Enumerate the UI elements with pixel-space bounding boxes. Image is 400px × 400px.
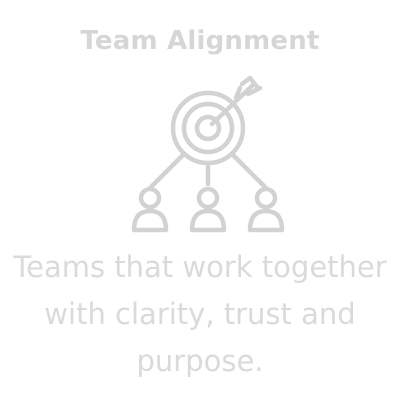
card-title: Team Alignment [80,26,320,56]
target-with-arrow-and-team-icon [120,76,300,236]
person-icon-left [131,186,169,233]
card-tagline: Teams that work together with clarity, t… [0,244,400,385]
person-icon-center [189,186,227,233]
tagline-line-1: Teams that work together [13,250,387,284]
tagline-line-3: purpose. [136,344,264,378]
person-icon-right [247,186,285,233]
arrow-icon [209,76,263,127]
tagline-line-2: with clarity, trust and [44,297,356,331]
connector-lines [147,151,269,191]
